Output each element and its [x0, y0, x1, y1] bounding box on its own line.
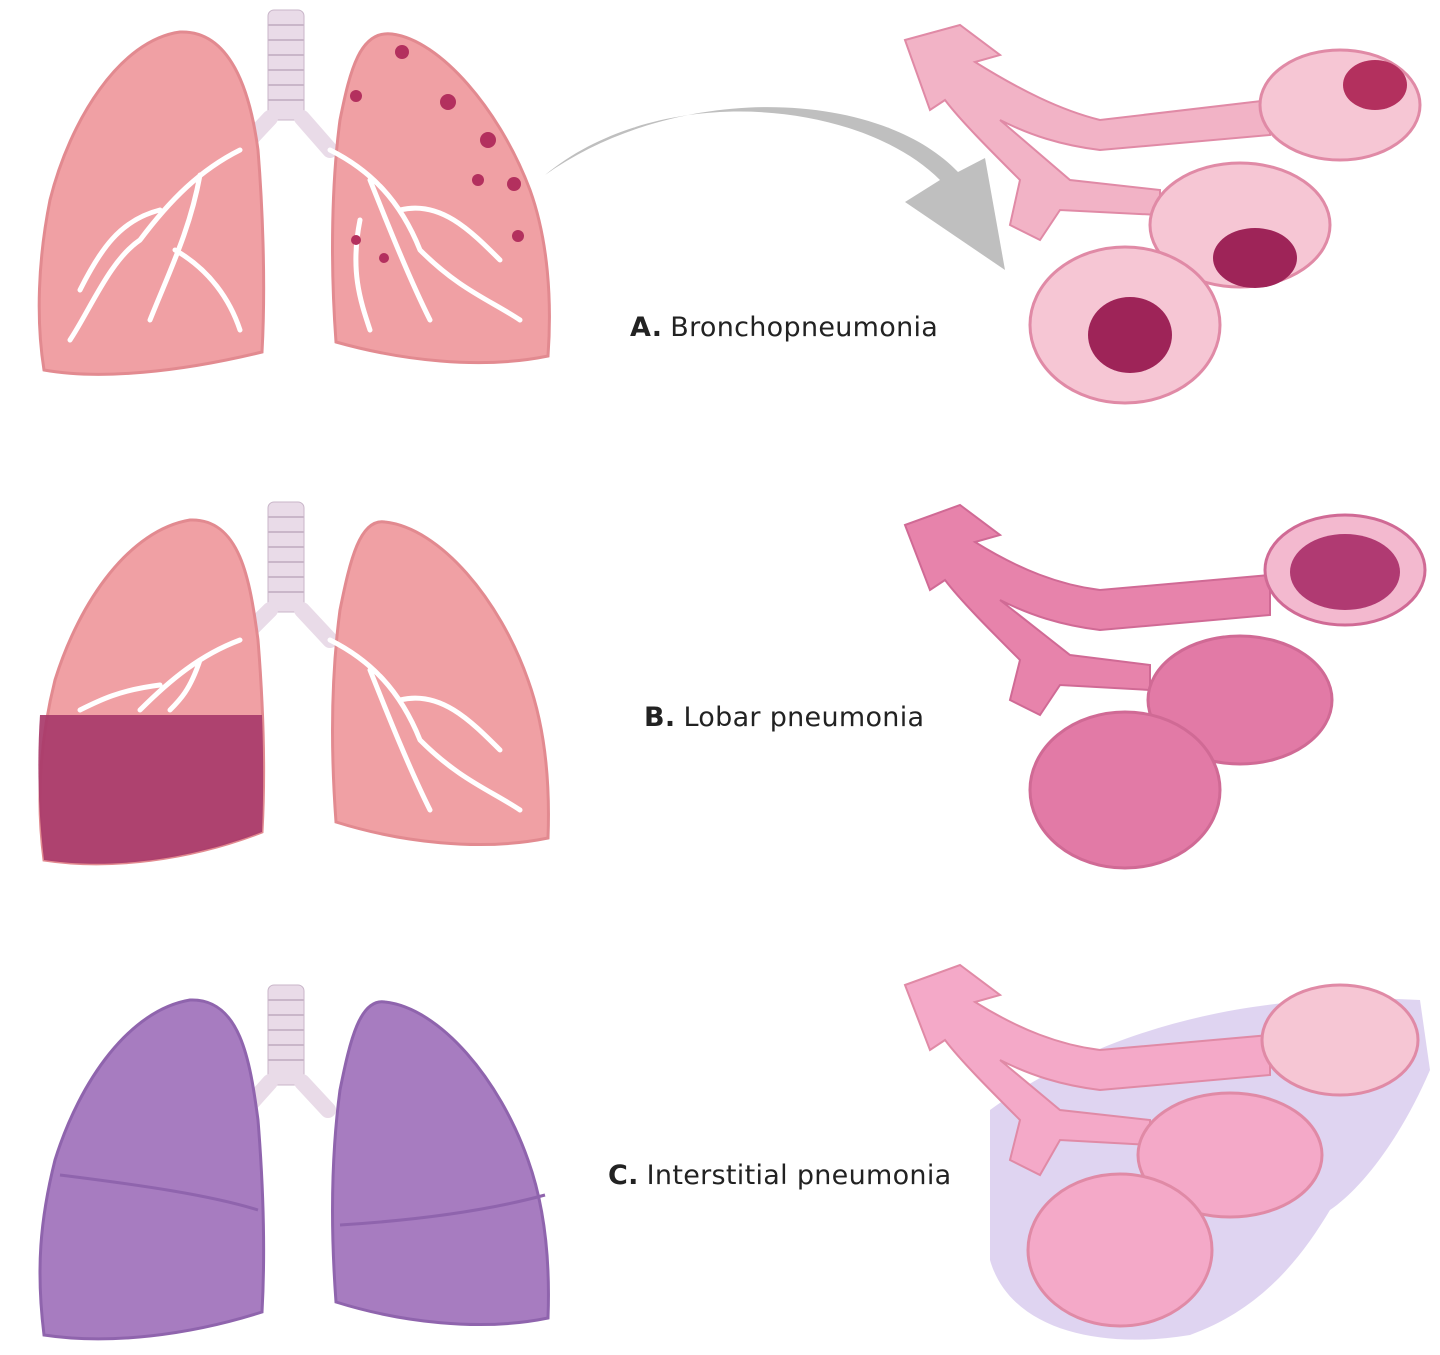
panel-lobar-pneumonia: B. Lobar pneumonia — [0, 480, 1440, 900]
label-letter: B. — [644, 702, 675, 733]
alveoli-icon — [905, 965, 1430, 1340]
interstitial-pneumonia-illustration — [0, 940, 1440, 1350]
trachea-icon — [245, 985, 328, 1110]
lobar-pneumonia-illustration — [0, 480, 1440, 900]
bronchopneumonia-illustration — [0, 0, 1440, 440]
label-bronchopneumonia: A. Bronchopneumonia — [630, 312, 938, 343]
panel-bronchopneumonia: A. Bronchopneumonia — [0, 0, 1440, 440]
label-text: Bronchopneumonia — [670, 312, 938, 343]
right-lung-icon — [40, 1000, 264, 1339]
left-lung-icon — [333, 1002, 549, 1325]
curved-arrow-icon — [545, 107, 1005, 270]
alveoli-icon — [905, 505, 1425, 868]
label-text: Lobar pneumonia — [683, 702, 924, 733]
consolidated-lobe-icon — [38, 715, 263, 864]
panel-interstitial-pneumonia: C. Interstitial pneumonia — [0, 940, 1440, 1350]
label-letter: C. — [608, 1160, 639, 1191]
left-lung-icon — [333, 522, 549, 845]
right-lung-icon — [39, 32, 263, 374]
label-letter: A. — [630, 312, 662, 343]
label-lobar-pneumonia: B. Lobar pneumonia — [644, 702, 924, 733]
label-interstitial-pneumonia: C. Interstitial pneumonia — [608, 1160, 951, 1191]
label-text: Interstitial pneumonia — [647, 1160, 952, 1191]
